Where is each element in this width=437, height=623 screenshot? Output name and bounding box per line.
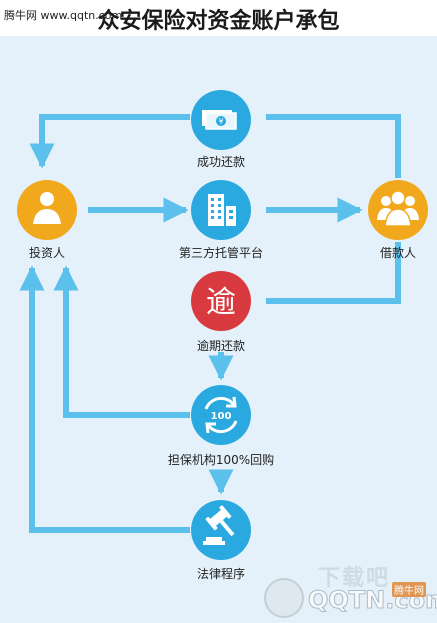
node-legal — [191, 500, 251, 560]
page-title: 众安保险对资金账户承包 — [97, 9, 340, 34]
node-borrower — [368, 180, 428, 240]
line-borrower-to-overdue — [266, 242, 401, 304]
arrow-legal-to-investor — [19, 265, 190, 533]
watermark-logo-icon — [264, 578, 304, 618]
money-icon: ¥ — [202, 110, 237, 130]
overdue-char-icon: 逾 — [206, 285, 236, 320]
refresh-100-icon: 100 — [204, 396, 238, 434]
node-label-borrower: 借款人 — [379, 246, 416, 260]
watermark-top-text: 下载吧 — [318, 566, 391, 591]
node-label-legal: 法律程序 — [196, 567, 245, 581]
arrow-buyback-to-investor — [53, 265, 190, 418]
node-platform — [191, 180, 251, 240]
building-icon — [208, 194, 236, 226]
node-label-buyback: 担保机构100%回购 — [167, 453, 275, 467]
person-icon — [33, 192, 61, 224]
node-repay: ¥ — [191, 90, 251, 150]
watermark-badge: 腾牛网 — [392, 582, 426, 597]
group-icon — [377, 190, 419, 227]
node-label-overdue: 逾期还款 — [196, 339, 245, 353]
gavel-icon — [203, 505, 235, 545]
node-label-investor: 投资人 — [28, 246, 65, 260]
node-investor — [17, 180, 77, 240]
arrow-repay-to-investor — [29, 114, 190, 169]
svg-text:¥: ¥ — [218, 117, 223, 126]
node-overdue: 逾 — [191, 271, 251, 331]
source-tag: 腾牛网 www.qqtn.com — [4, 9, 123, 22]
node-buyback: 100 — [191, 385, 251, 445]
node-label-repay: 成功还款 — [196, 155, 245, 169]
line-borrower-to-repay — [266, 114, 401, 178]
svg-text:100: 100 — [211, 411, 232, 422]
node-label-platform: 第三方托管平台 — [178, 246, 263, 260]
watermark: 下载吧 QQTN.com 腾牛网 — [262, 560, 437, 620]
header: 腾牛网 www.qqtn.com 众安保险对资金账户承包 — [0, 0, 437, 36]
